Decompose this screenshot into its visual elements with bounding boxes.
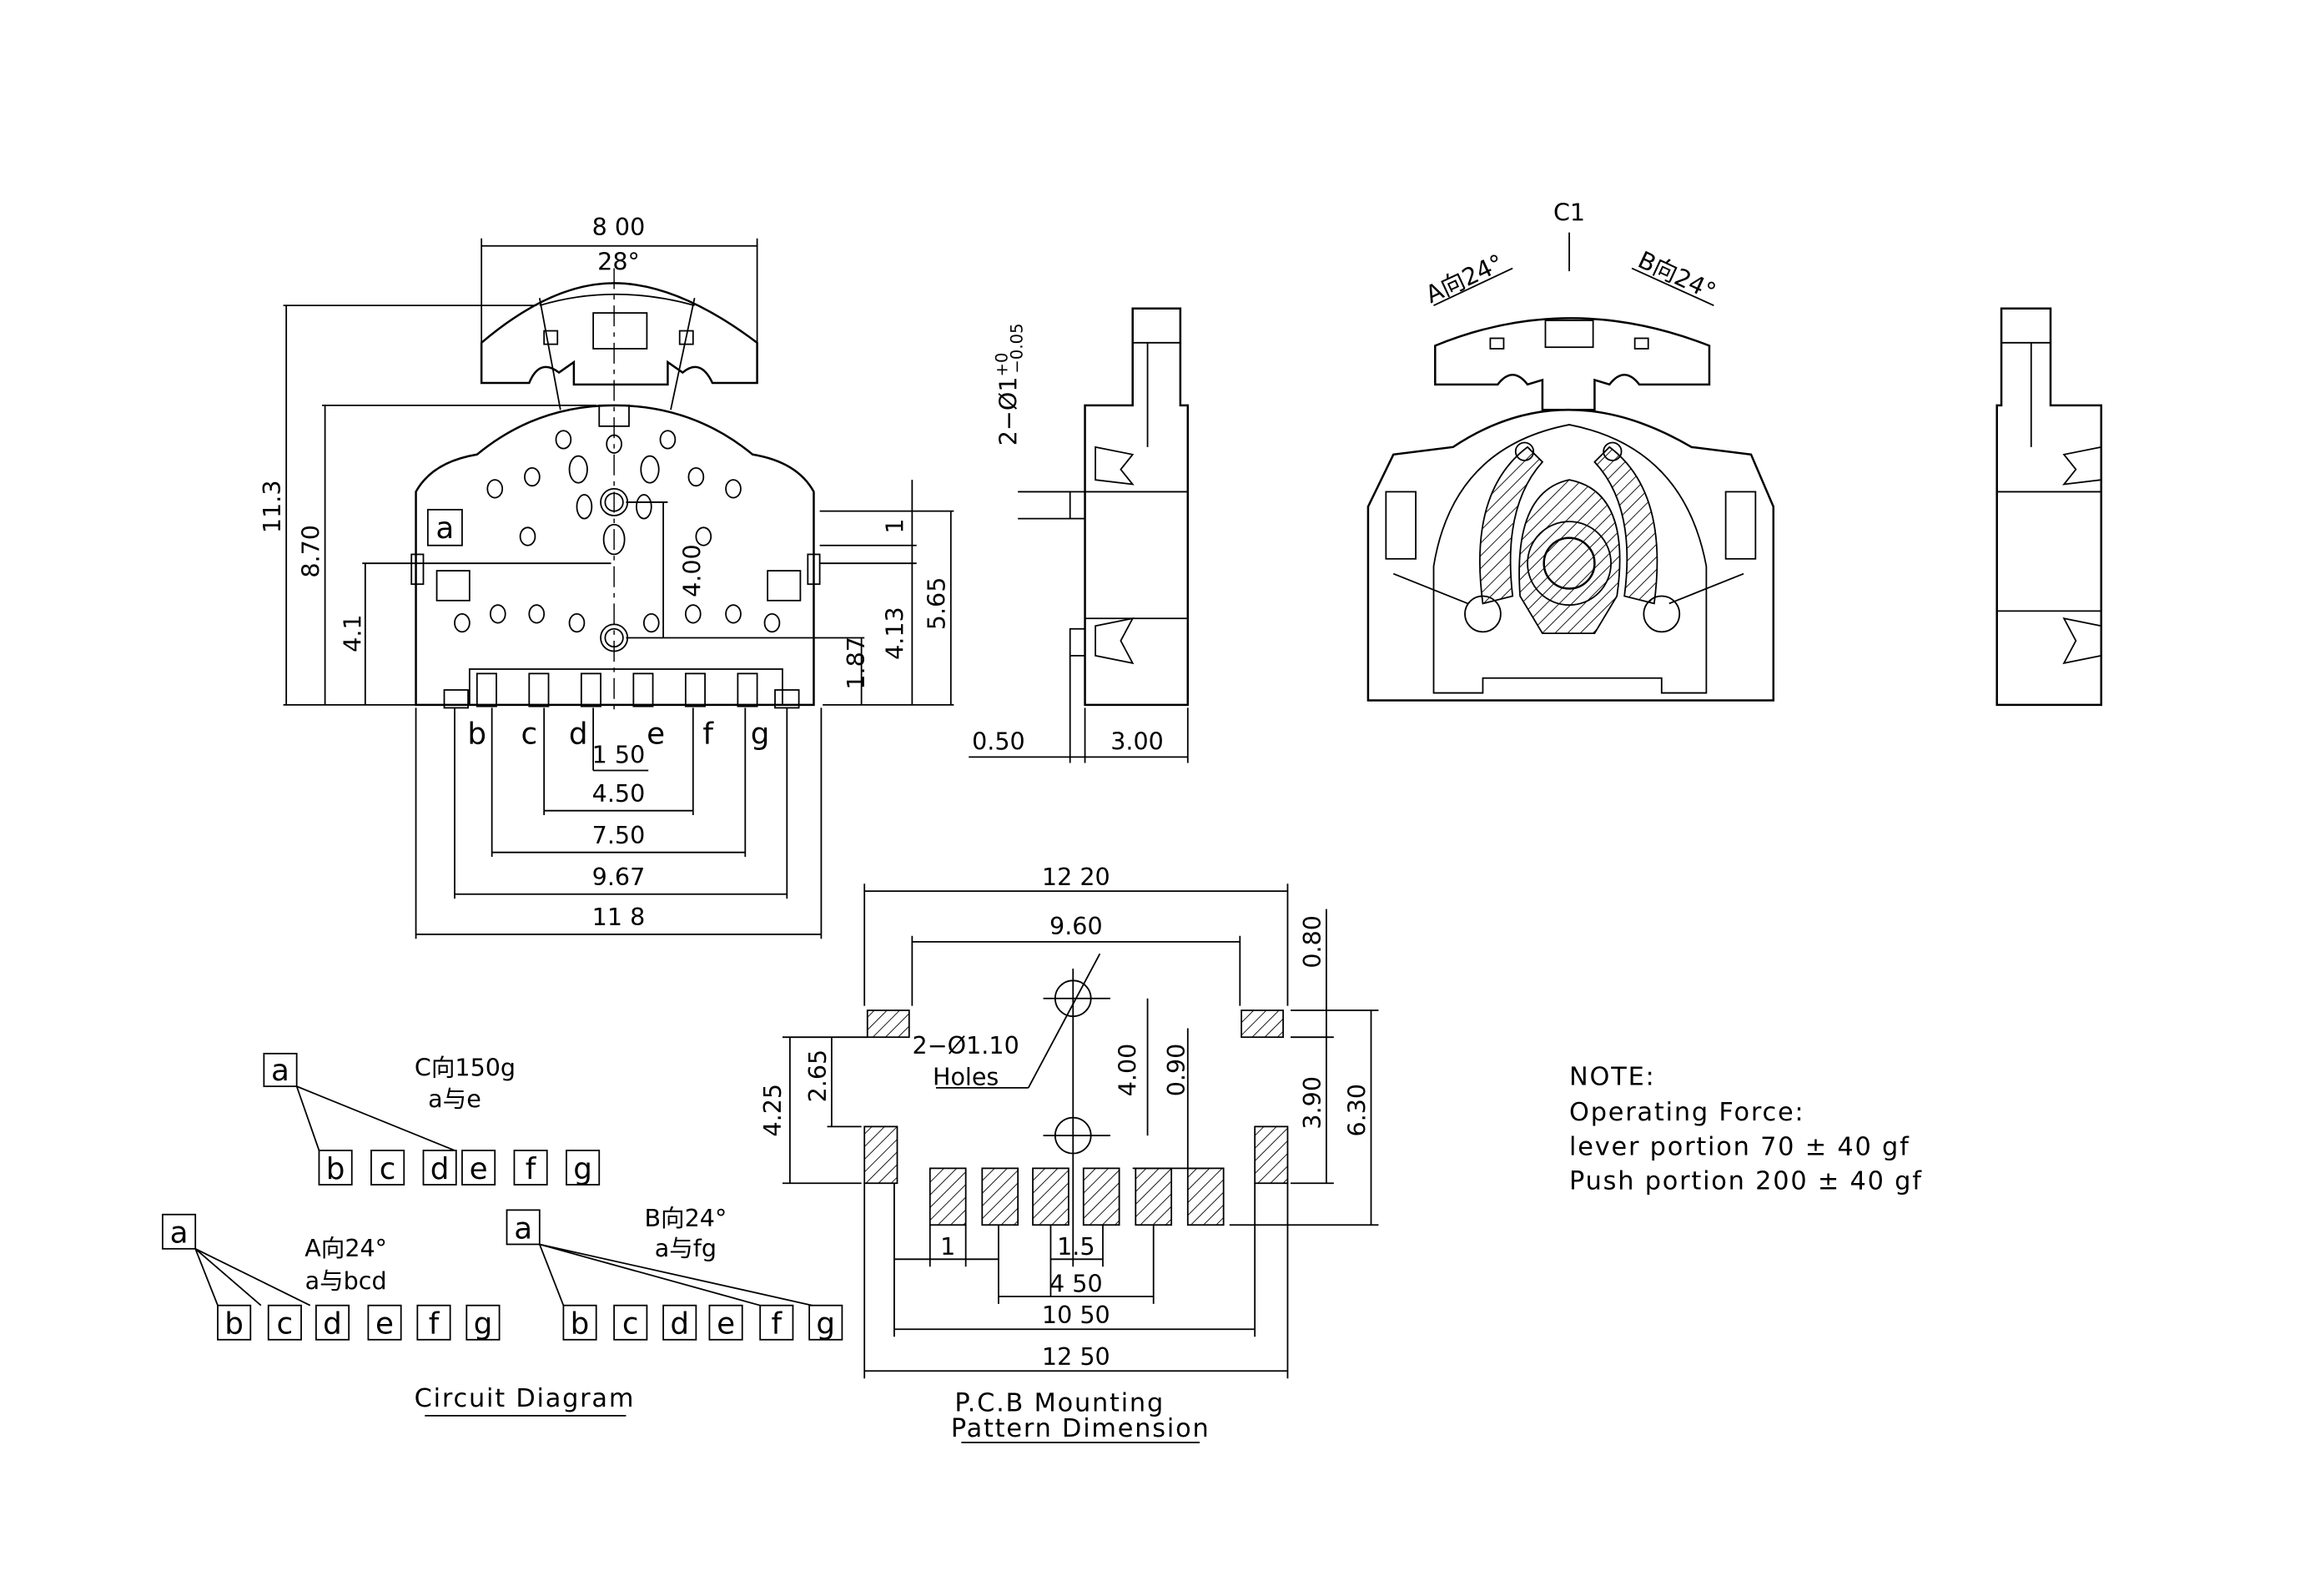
pcb-holes-spec: 2−Ø1.10	[913, 1031, 1019, 1060]
pin-b: b	[224, 1307, 244, 1342]
circuit-c-label: C向150g	[415, 1054, 516, 1082]
dim-1-87: 1.87	[842, 637, 870, 690]
pins	[443, 672, 800, 709]
dim-8-70: 8.70	[296, 525, 325, 578]
direction-c1: C1	[1553, 198, 1585, 226]
pin-e: e	[375, 1307, 394, 1342]
dim-11-8: 11 8	[592, 903, 646, 931]
pcb-dim-4-00: 4.00	[1113, 1044, 1141, 1097]
dim-7-50: 7.50	[592, 821, 646, 849]
dim-9-67: 9.67	[592, 863, 646, 891]
pcb-pattern: 12 20 9.60 2−Ø1.10 Holes 0.80 3.90 6.30 …	[758, 863, 1379, 1443]
pcb-dim-6-30: 6.30	[1342, 1084, 1371, 1137]
pcb-dim-1-5: 1.5	[1057, 1232, 1095, 1261]
pin-label-c: c	[521, 717, 537, 751]
pin-label-g: g	[751, 717, 770, 751]
pin-e: e	[470, 1152, 488, 1186]
circuit-diagram: a C向150g a与e b c d e f g a A向24° a与bcd b…	[162, 1052, 843, 1417]
dim-4-00: 4.00	[678, 544, 707, 597]
pcb-dim-12-50: 12 50	[1042, 1342, 1110, 1371]
lever-window	[592, 312, 648, 350]
note-line-1: Operating Force:	[1569, 1098, 1804, 1127]
circuit-c-connection: a与e	[428, 1085, 481, 1113]
dim-1-50: 1 50	[592, 741, 646, 769]
pin-label-d: d	[569, 717, 588, 751]
pin-label-b: b	[467, 717, 486, 751]
note-title: NOTE:	[1569, 1062, 1656, 1091]
circuit-block-c: a C向150g a与e b c d e f g	[263, 1052, 601, 1186]
pin-d: d	[430, 1152, 450, 1186]
dim-3-00: 3.00	[1110, 727, 1164, 755]
circuit-a-label: A向24°	[304, 1234, 387, 1262]
common-a: a	[514, 1211, 532, 1246]
circuit-b-connection: a与fg	[655, 1234, 717, 1262]
circuit-a-connection: a与bcd	[305, 1266, 387, 1295]
dim-0-50: 0.50	[972, 727, 1025, 755]
pin-f: f	[429, 1307, 440, 1342]
pin-g: g	[474, 1307, 493, 1342]
pin-labels: b c d e f g	[467, 717, 769, 751]
dim-28-deg: 28°	[597, 247, 640, 275]
rear-view: C1 A向24° B向24°	[1366, 198, 1775, 702]
pin-c: c	[622, 1307, 639, 1342]
dim-4-13: 4.13	[881, 607, 909, 660]
circuit-diagram-title: Circuit Diagram	[415, 1384, 636, 1413]
front-view: a 8 00 28° 11.3	[258, 213, 954, 939]
body-holes	[454, 430, 781, 652]
terminal-a-box	[426, 508, 463, 546]
circuit-block-b: a B向24° a与fg b c d e f g	[506, 1204, 843, 1342]
pcb-dim-12-20: 12 20	[1042, 863, 1110, 891]
pcb-dim-9-60: 9.60	[1049, 912, 1103, 940]
dim-4-1: 4.1	[338, 614, 366, 652]
note-line-3: Push portion 200 ± 40 gf	[1569, 1166, 1923, 1196]
side-hole-note: 2−Ø1+0−0.05	[993, 323, 1027, 446]
circuit-b-label: B向24°	[644, 1204, 727, 1232]
lever	[480, 282, 758, 386]
pcb-dim-0-90: 0.90	[1162, 1044, 1190, 1097]
pin-b: b	[571, 1307, 590, 1342]
note: NOTE: Operating Force: lever portion 70 …	[1569, 1062, 1923, 1196]
pin-c: c	[380, 1152, 396, 1186]
pcb-dim-0-80: 0.80	[1298, 915, 1326, 969]
pcb-dim-4-25: 4.25	[758, 1084, 787, 1137]
pin-e: e	[717, 1307, 735, 1342]
pin-label-f: f	[702, 717, 714, 751]
dim-1: 1	[881, 518, 909, 533]
note-line-2: lever portion 70 ± 40 gf	[1569, 1132, 1910, 1161]
pin-d: d	[323, 1307, 342, 1342]
pcb-pads	[863, 1009, 1289, 1226]
pin-b: b	[326, 1152, 345, 1186]
dim-8-00: 8 00	[592, 213, 646, 241]
pin-f: f	[526, 1152, 537, 1186]
pcb-dim-2-65: 2.65	[803, 1050, 832, 1103]
side-view: 2−Ø1+0−0.05 0.50 3.00	[969, 307, 1190, 763]
circuit-block-a: a A向24° a与bcd b c d e f g	[162, 1213, 501, 1342]
common-a: a	[170, 1216, 189, 1251]
pcb-dim-4-50: 4 50	[1049, 1270, 1103, 1298]
pin-c: c	[277, 1307, 294, 1342]
right-side-view	[1995, 307, 2102, 707]
pcb-dim-3-90: 3.90	[1298, 1076, 1326, 1130]
dim-5-65: 5.65	[923, 577, 951, 631]
pin-label-e: e	[647, 717, 665, 751]
pin-g: g	[573, 1152, 592, 1186]
common-a: a	[271, 1054, 289, 1088]
pcb-dim-1: 1	[940, 1232, 955, 1261]
dim-11-3: 11.3	[258, 480, 286, 533]
pin-f: f	[772, 1307, 783, 1342]
switch-body	[415, 404, 815, 707]
pcb-holes-label: Holes	[933, 1062, 999, 1090]
pcb-title-2: Pattern Dimension	[951, 1414, 1210, 1443]
pin-g: g	[816, 1307, 835, 1342]
pcb-title-1: P.C.B Mounting	[954, 1389, 1165, 1418]
terminal-a-label: a	[435, 511, 454, 546]
pin-d: d	[670, 1307, 689, 1342]
dim-4-50: 4.50	[592, 779, 646, 808]
hatched-contact	[1478, 446, 1544, 605]
direction-a: A向24°	[1421, 249, 1507, 310]
pcb-dim-10-50: 10 50	[1042, 1301, 1110, 1329]
